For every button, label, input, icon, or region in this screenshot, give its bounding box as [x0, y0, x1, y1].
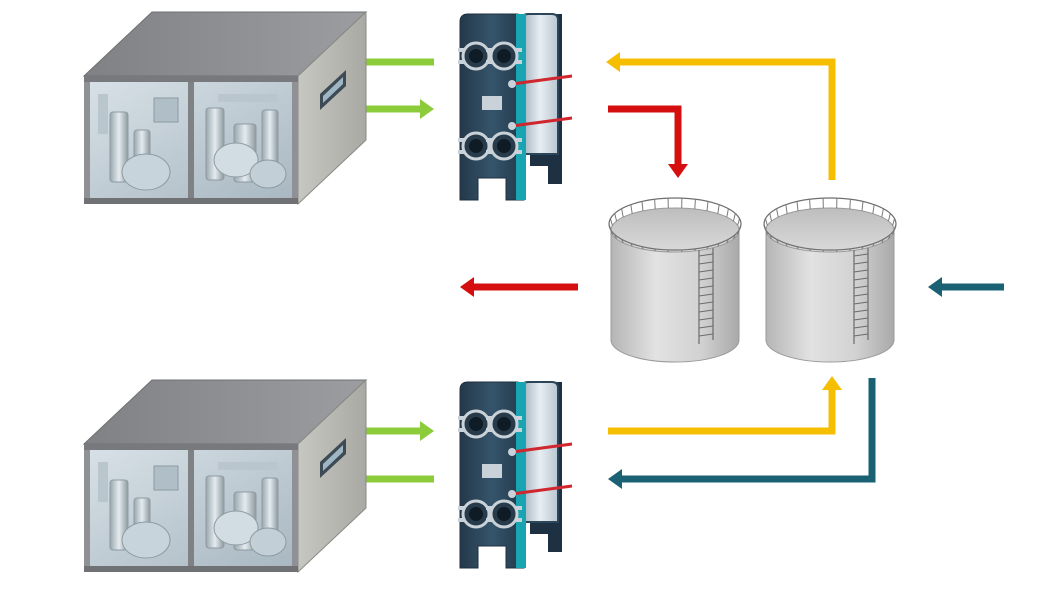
chiller-unit-top [82, 10, 368, 206]
flow-line [620, 58, 836, 180]
equipment [82, 10, 897, 574]
storage-tank-right [763, 197, 897, 363]
flow-arrowhead [608, 469, 622, 489]
flow-lines [316, 52, 1004, 489]
flow-line [608, 105, 682, 164]
flow-arrowhead [822, 376, 842, 390]
flow-line [622, 378, 876, 483]
chiller-unit-bottom [82, 378, 368, 574]
flow-bottom-exchanger-to-right-tank [608, 376, 842, 435]
flow-arrowhead [606, 52, 620, 72]
flow-arrowhead [420, 99, 434, 119]
flow-arrowhead [420, 421, 434, 441]
storage-tank-left [608, 197, 742, 363]
flow-arrowhead [460, 277, 474, 297]
plate-heat-exchanger-bottom [458, 381, 573, 569]
flow-right-tank-to-bottom-exchanger [608, 378, 876, 489]
flow-arrowhead [928, 277, 942, 297]
flow-arrowhead [668, 164, 688, 178]
flow-left-tank-outflow [460, 277, 578, 297]
flow-external-inflow-right-tank [928, 277, 1004, 297]
flow-line [608, 390, 836, 435]
plate-heat-exchanger-top [458, 13, 573, 201]
flow-top-exchanger-to-left-tank [608, 105, 688, 178]
flow-right-tank-to-top-exchanger [606, 52, 836, 180]
